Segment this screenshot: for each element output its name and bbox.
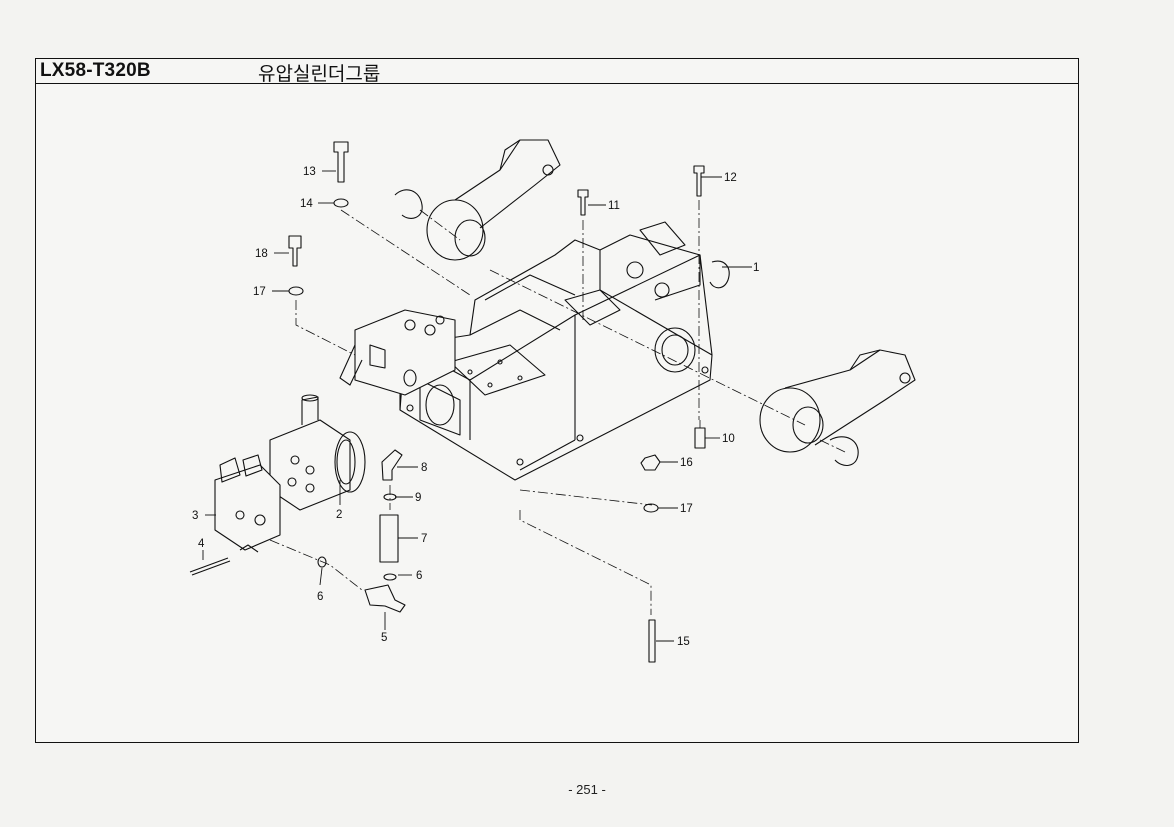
o-ring-6b	[383, 573, 397, 581]
callout-4: 4	[198, 538, 205, 550]
callout-2: 2	[336, 509, 342, 521]
group-title: 유압실린더그룹	[258, 63, 381, 85]
callout-17b: 17	[253, 286, 266, 298]
header-bar: LX58-T320B 유압실린더그룹	[36, 59, 1078, 85]
center-lines	[269, 200, 846, 615]
elbow-8	[381, 449, 403, 481]
callout-16: 16	[680, 457, 693, 469]
bolt-4	[189, 557, 231, 576]
callout-17a: 17	[680, 503, 693, 515]
callout-13: 13	[303, 166, 316, 178]
bolt-18	[288, 235, 302, 267]
callout-9: 9	[415, 492, 421, 504]
page-number: - 251 -	[568, 782, 606, 797]
callout-7: 7	[421, 533, 427, 545]
callout-5: 5	[381, 632, 387, 644]
callout-6b: 6	[416, 570, 422, 582]
callout-1: 1	[753, 262, 759, 274]
callout-18: 18	[255, 248, 268, 260]
pin-10	[694, 427, 706, 449]
callout-15: 15	[677, 636, 690, 648]
tee-fitting	[364, 584, 406, 613]
coupling-7	[379, 514, 399, 563]
o-ring-6a	[317, 556, 327, 568]
callout-12: 12	[724, 172, 737, 184]
bolt-11	[577, 189, 589, 216]
callout-6a: 6	[317, 591, 323, 603]
callout-10: 10	[722, 433, 735, 445]
washer-17b	[288, 286, 304, 296]
washer-14	[333, 198, 349, 208]
nut-16	[640, 454, 661, 471]
valve-body	[214, 454, 281, 553]
callout-14: 14	[300, 198, 313, 210]
pump-assembly	[269, 394, 366, 511]
callout-3: 3	[192, 510, 198, 522]
bolt-13	[333, 141, 349, 183]
leader-lines	[202, 170, 752, 642]
bolt-12	[693, 165, 705, 197]
callout-11: 11	[608, 200, 620, 212]
stud-15	[648, 619, 656, 663]
lift-arm-left	[394, 139, 561, 261]
callout-8: 8	[421, 462, 427, 474]
model-code: LX58-T320B	[40, 60, 151, 81]
control-valve	[339, 309, 456, 396]
lift-arm-right	[759, 349, 916, 466]
callout-labels: 1 2 3 4 5 6 6 7 8 9 10 11 12 13 14 15 16…	[192, 166, 759, 648]
